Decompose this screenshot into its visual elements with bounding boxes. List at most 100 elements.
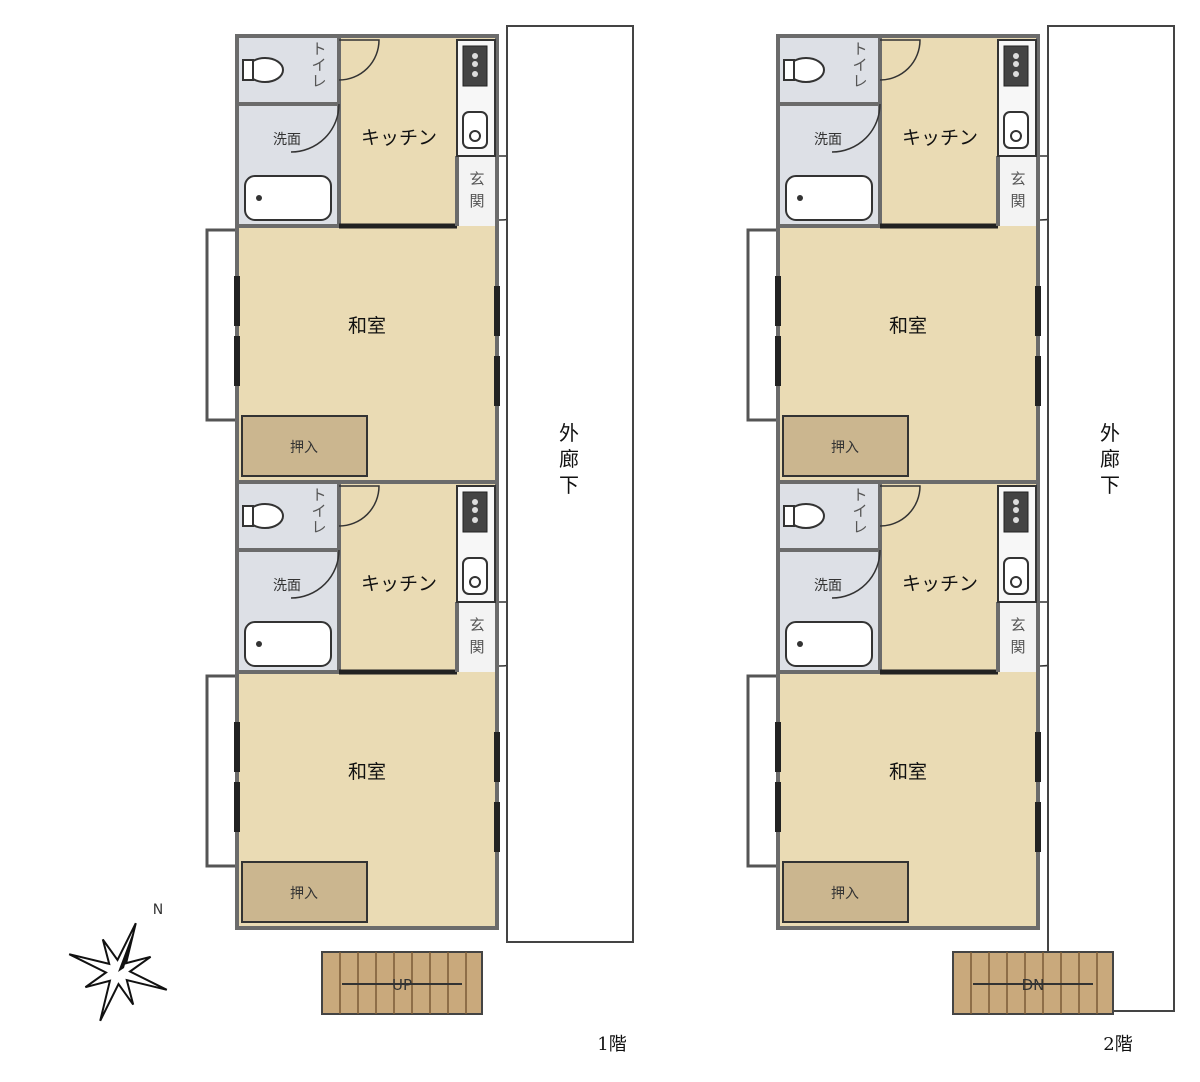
f2-u2-toilet-label-char: レ — [852, 518, 867, 536]
f1-u1-toilet-label: トイレ — [311, 40, 326, 90]
f2-u2-entrance-label-char: 関 — [1010, 638, 1025, 656]
f2-u2-closet-room — [782, 861, 909, 923]
f2-u2-toilet-door-arc — [879, 485, 921, 527]
f2-corridor-label-char: 外 — [1100, 421, 1120, 445]
f2-u2-burner-icon — [1013, 517, 1019, 523]
f2-u1-toilet-tank-icon — [783, 59, 795, 81]
f1-u1-entrance-label: 玄関 — [469, 170, 484, 210]
f1-u2-outer-wall — [235, 480, 499, 930]
f1-u1-toilet-door-arc — [338, 39, 380, 81]
f1-u2-closet-label: 押入 — [290, 886, 318, 902]
f2-corridor-label-char: 下 — [1100, 473, 1120, 497]
f2-u2-stove-icon — [1003, 491, 1029, 533]
f2-u1-entrance-label-char: 玄 — [1010, 170, 1025, 188]
f1-u2-entrance-label: 玄関 — [469, 616, 484, 656]
f1-u1-burner-icon — [472, 53, 478, 59]
compass-needle — [118, 924, 136, 972]
f1-u2-bathtub-icon — [244, 621, 332, 667]
f2-u2-washroom-label: 洗面 — [814, 578, 842, 594]
f1-corridor-label: 外廊下 — [559, 421, 579, 497]
f2-u2-outer-wall — [776, 480, 1040, 930]
f2-u1-washitsu-label: 和室 — [889, 315, 927, 337]
f1-corridor — [506, 25, 634, 943]
f2-u1-toilet-label-char: ト — [852, 40, 867, 58]
f2-u1-washroom-label: 洗面 — [814, 132, 842, 148]
f2-u1-closet-room — [782, 415, 909, 477]
f2-u1-burner-icon — [1013, 71, 1019, 77]
compass-rose-icon: N — [68, 902, 168, 1022]
f1-u1-entrance-label-char: 関 — [469, 192, 484, 210]
f2-u2-sink-drain-icon — [1010, 576, 1022, 588]
f1-u2-toilet-label-char: レ — [311, 518, 326, 536]
f1-u2-kitchen-label: キッチン — [361, 573, 437, 595]
f1-u1-burner-icon — [472, 71, 478, 77]
f1-u1-toilet-label-char: ト — [311, 40, 326, 58]
f1-u2-washroom-label: 洗面 — [273, 578, 301, 594]
f1-u2-entrance-floor — [457, 602, 497, 672]
f1-stairs-label: UP — [392, 976, 412, 994]
f2-u2-entrance-floor — [998, 602, 1038, 672]
f1-floor-label: 1階 — [597, 1034, 626, 1055]
f2-u1-burner-icon — [1013, 53, 1019, 59]
f2-u1-toilet-label: トイレ — [852, 40, 867, 90]
f2-u2-bathtub-icon — [785, 621, 873, 667]
f1-u2-bathtub-drain-icon — [256, 641, 262, 647]
f2-u2-wash-door-arc — [831, 549, 881, 599]
f2-u1-kitchen-label: キッチン — [902, 127, 978, 149]
f1-corridor-label-char: 廊 — [559, 447, 579, 471]
f2-u1-entrance-label: 玄関 — [1010, 170, 1025, 210]
f2-balcony — [746, 674, 780, 868]
f1-u1-toilet-tank-icon — [242, 59, 254, 81]
f2-u2-kitchen-label: キッチン — [902, 573, 978, 595]
f1-u2-toilet-label-char: ト — [311, 486, 326, 504]
f1-u1-washitsu-label: 和室 — [348, 315, 386, 337]
f1-u1-burner-icon — [472, 61, 478, 67]
f2-u1-closet-label: 押入 — [831, 440, 859, 456]
f2-u1-wash-door-arc — [831, 103, 881, 153]
f1-u1-toilet-label-char: イ — [311, 56, 326, 74]
f1-u1-bathtub-drain-icon — [256, 195, 262, 201]
f2-u1-toilet-door-arc — [879, 39, 921, 81]
f1-u1-washroom-label: 洗面 — [273, 132, 301, 148]
f2-u1-bathtub-icon — [785, 175, 873, 221]
f1-u1-wash-door-arc — [290, 103, 340, 153]
f2-u2-toilet-label-char: イ — [852, 502, 867, 520]
f1-balcony — [205, 674, 239, 868]
f2-u1-toilet-label-char: イ — [852, 56, 867, 74]
f1-u2-toilet-tank-icon — [242, 505, 254, 527]
f1-u2-washitsu-label: 和室 — [348, 761, 386, 783]
f2-corridor-label-char: 廊 — [1100, 447, 1120, 471]
f2-stairs-label: DN — [1022, 976, 1045, 994]
f1-u1-toilet-label-char: レ — [311, 72, 326, 90]
f1-u1-sink-drain-icon — [469, 130, 481, 142]
f1-u2-burner-icon — [472, 507, 478, 513]
f1-corridor-label-char: 下 — [559, 473, 579, 497]
f2-u1-burner-icon — [1013, 61, 1019, 67]
f2-u2-toilet-tank-icon — [783, 505, 795, 527]
f2-u2-burner-icon — [1013, 499, 1019, 505]
f2-u2-toilet-label: トイレ — [852, 486, 867, 536]
f1-corridor-label-char: 外 — [559, 421, 579, 445]
f2-u1-entrance-floor — [998, 156, 1038, 226]
f1-u2-toilet-label-char: イ — [311, 502, 326, 520]
f1-u1-kitchen-label: キッチン — [361, 127, 437, 149]
f1-u1-entrance-floor — [457, 156, 497, 226]
f1-u2-sink-drain-icon — [469, 576, 481, 588]
f2-u1-entrance-label-char: 関 — [1010, 192, 1025, 210]
f2-corridor — [1047, 25, 1175, 1012]
f2-u2-bathtub-drain-icon — [797, 641, 803, 647]
f1-u2-toilet-door-arc — [338, 485, 380, 527]
f1-u2-closet-room — [241, 861, 368, 923]
f1-u2-burner-icon — [472, 499, 478, 505]
f2-floor-label: 2階 — [1103, 1034, 1132, 1055]
f1-u1-entrance-label-char: 玄 — [469, 170, 484, 188]
f2-u2-toilet-label-char: ト — [852, 486, 867, 504]
f2-u2-entrance-label-char: 玄 — [1010, 616, 1025, 634]
f2-corridor-label: 外廊下 — [1100, 421, 1120, 497]
f2-u2-burner-icon — [1013, 507, 1019, 513]
f1-u2-burner-icon — [472, 517, 478, 523]
f2-u2-entrance-label: 玄関 — [1010, 616, 1025, 656]
